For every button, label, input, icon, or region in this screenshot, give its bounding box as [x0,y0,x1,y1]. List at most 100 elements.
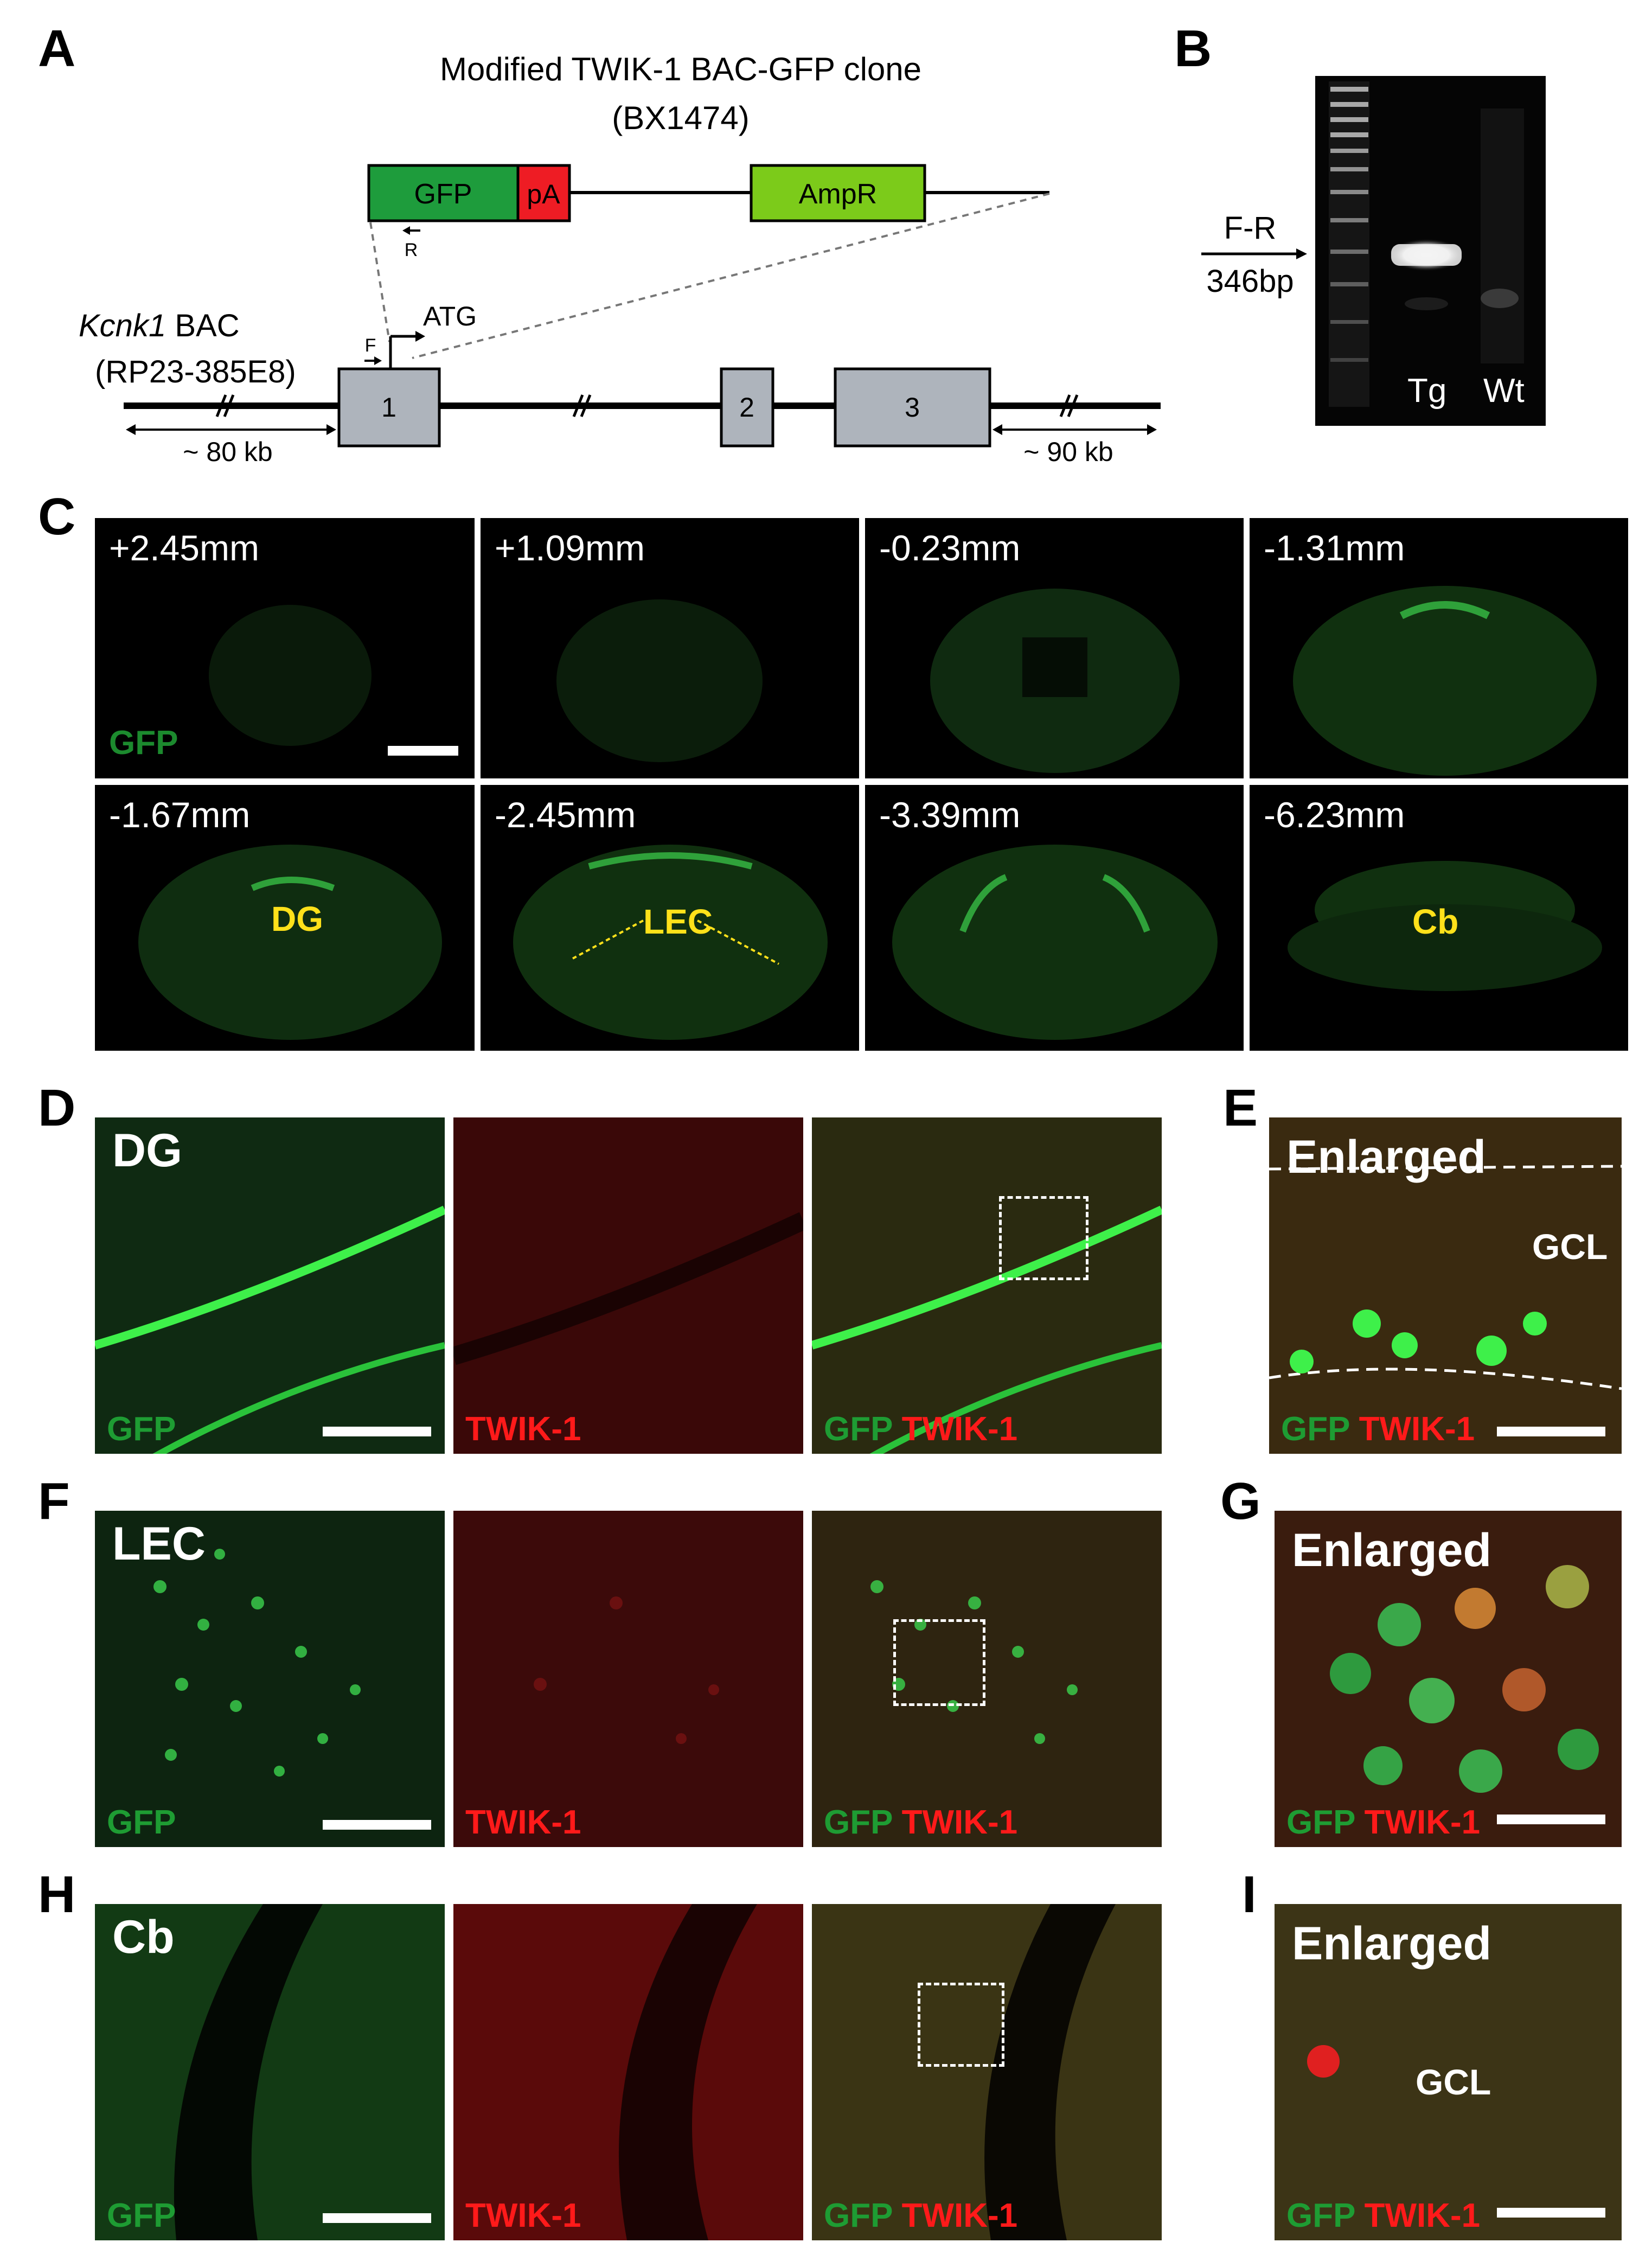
lane-label-tg: Tg [1407,372,1447,410]
panel-label-h: H [38,1865,76,1924]
bac-label: Kcnk1 BAC [79,308,240,343]
section-coordinate: -6.23mm [1264,795,1405,835]
enlarged-title: Enlarged [1286,1131,1486,1183]
micrograph-dg-merge: GFP TWIK-1 [812,1117,1162,1454]
region-label-cb: Cb [1412,902,1459,941]
channel-label-gfp: GFP [107,2197,176,2234]
zoom-region-box [893,1619,985,1706]
channel-label-gfp: GFP [107,1410,176,1448]
atg-label: ATG [423,301,477,331]
zoom-region-box [918,1983,1004,2067]
merge-label-gfp: GFP [824,1804,893,1841]
gfp-box-label: GFP [414,178,472,210]
section-coordinate: -3.39mm [879,795,1021,835]
brain-section-tile: +2.45mm GFP [95,518,475,778]
brain-section-tile: -6.23mm Cb [1250,785,1628,1051]
panel-label-e: E [1223,1079,1258,1137]
merge-label-gfp: GFP [824,2197,893,2234]
brain-section-tile: -1.31mm [1250,518,1628,778]
panel-label-i: I [1242,1865,1257,1924]
micrograph-lec-twik1: TWIK-1 [453,1511,803,1847]
clone-title-line1: Modified TWIK-1 BAC-GFP clone [440,51,921,87]
channel-label-gfp: GFP [109,724,178,762]
region-title: DG [112,1125,182,1177]
bac-clone-label: (RP23-385E8) [95,354,296,389]
panel-a-construct-diagram: Modified TWIK-1 BAC-GFP clone (BX1474) G… [79,51,1161,467]
scale-bar [388,746,458,756]
bac-word: BAC [166,308,239,343]
brain-section-tile: -0.23mm [865,518,1244,778]
exon-3 [834,367,991,448]
channel-label-merge: GFP TWIK-1 [824,1806,1017,1839]
merge-label-twik1: TWIK-1 [1364,1804,1481,1841]
brain-section-tile: +1.09mm [481,518,859,778]
micrograph-cb-enlarged: Enlarged GCL GFP TWIK-1 [1275,1904,1622,2240]
scale-bar [323,2213,431,2223]
merge-label-twik1: TWIK-1 [1364,2197,1481,2234]
merge-label-gfp: GFP [824,1410,893,1448]
enlarged-title: Enlarged [1292,1918,1491,1970]
scale-bar [1497,1427,1605,1436]
right-distance-label: ~ 90 kb [1023,437,1113,467]
exon-2 [720,367,774,448]
micrograph-lec-gfp: LEC GFP [95,1511,445,1847]
micrograph-cb-gfp: Cb GFP [95,1904,445,2240]
panel-b-labels: F-R 346bp [1201,210,1307,299]
channel-label-twik1: TWIK-1 [465,1410,581,1448]
channel-label-merge: GFP TWIK-1 [1281,1413,1475,1446]
panel-label-c: C [38,488,76,546]
micrograph-dg-gfp: DG GFP [95,1117,445,1454]
channel-label-merge: GFP TWIK-1 [824,2199,1017,2233]
panel-label-a: A [38,20,76,78]
region-label-lec: LEC [643,902,713,941]
exon-1 [337,367,441,448]
enlarged-title: Enlarged [1292,1524,1491,1576]
pa-box [516,164,571,222]
micrograph-cb-merge: GFP TWIK-1 [812,1904,1162,2240]
primer-f-label: F [365,335,376,356]
bac-gene-name: Kcnk1 [79,308,166,343]
merge-label-twik1: TWIK-1 [1359,1410,1475,1448]
panel-label-f: F [38,1472,70,1530]
brain-section-tile: -1.67mm DG [95,785,475,1051]
merge-label-gfp: GFP [1281,1410,1350,1448]
channel-label-merge: GFP TWIK-1 [1286,1806,1480,1839]
band-label: F-R [1224,210,1277,246]
section-coordinate: +1.09mm [495,528,645,568]
merge-label-gfp: GFP [1286,2197,1355,2234]
gel-image: Tg Wt [1315,76,1546,426]
channel-label-merge: GFP TWIK-1 [824,1413,1017,1446]
exon-2-label: 2 [739,392,754,423]
channel-label-gfp: GFP [107,1804,176,1841]
region-title: LEC [112,1518,206,1570]
exon-1-label: 1 [381,392,396,423]
region-title: Cb [112,1911,175,1963]
channel-label-merge: GFP TWIK-1 [1286,2199,1480,2233]
ampr-box [750,164,926,222]
clone-title-line2: (BX1474) [612,100,749,136]
brain-section-tile: -2.45mm LEC [481,785,859,1051]
section-coordinate: -1.67mm [109,795,251,835]
merge-label-twik1: TWIK-1 [901,1410,1018,1448]
gcl-label: GCL [1532,1226,1608,1267]
scale-bar [1497,1815,1605,1824]
micrograph-dg-twik1: TWIK-1 [453,1117,803,1454]
scale-bar [1497,2208,1605,2218]
scale-bar [323,1427,431,1436]
merge-label-gfp: GFP [1286,1804,1355,1841]
gcl-label: GCL [1416,2062,1491,2102]
lane-label-wt: Wt [1483,372,1525,410]
micrograph-lec-merge: GFP TWIK-1 [812,1511,1162,1847]
section-coordinate: -0.23mm [879,528,1021,568]
micrograph-cb-twik1: TWIK-1 [453,1904,803,2240]
panel-label-d: D [38,1079,76,1137]
region-label-dg: DG [271,899,323,938]
channel-label-twik1: TWIK-1 [465,1804,581,1841]
micrograph-lec-enlarged: Enlarged GFP TWIK-1 [1275,1511,1622,1847]
exon-3-label: 3 [905,392,920,423]
ampr-box-label: AmpR [799,178,877,210]
panel-label-g: G [1220,1472,1261,1530]
merge-label-twik1: TWIK-1 [901,1804,1018,1841]
section-coordinate: -2.45mm [495,795,636,835]
